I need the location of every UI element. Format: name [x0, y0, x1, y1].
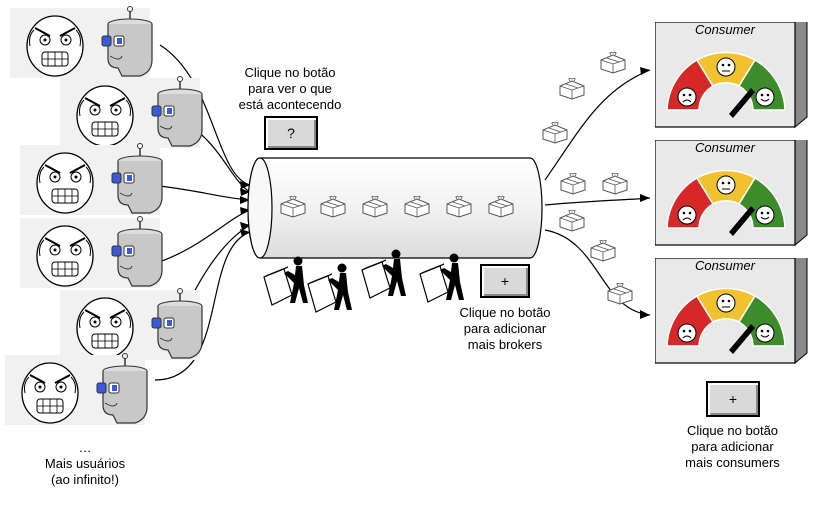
help-button-label: ? — [287, 125, 295, 141]
package-icon — [486, 195, 516, 223]
add-broker-caption-line3: mais brokers — [467, 337, 543, 352]
package-icon — [605, 282, 635, 310]
add-broker-caption-line1: Clique no botão — [459, 305, 551, 320]
add-consumer-caption-line1: Clique no botão — [686, 423, 779, 438]
satisfaction-gauge-icon — [666, 287, 786, 354]
add-broker-button-label: + — [500, 273, 510, 289]
help-caption: Clique no botão para ver o que está acon… — [225, 65, 355, 113]
rage-face-icon — [36, 225, 94, 287]
rage-face-icon — [76, 297, 134, 359]
add-consumer-button[interactable]: + — [706, 381, 760, 417]
satisfaction-gauge-icon — [666, 51, 786, 118]
add-consumer-caption: Clique no botão para adicionar mais cons… — [665, 423, 800, 471]
package-icon — [318, 195, 348, 223]
consumer-title: Consumer — [695, 140, 755, 155]
package-icon — [540, 121, 570, 149]
broker-worker-icon — [306, 262, 356, 322]
help-caption-line3: está acontecendo — [238, 97, 342, 112]
robot-head-icon — [101, 6, 153, 77]
package-icon — [600, 172, 630, 200]
package-icon — [360, 195, 390, 223]
robot-head-icon — [151, 288, 203, 359]
robot-head-icon — [111, 143, 163, 214]
robot-head-icon — [151, 76, 203, 147]
producer — [60, 76, 203, 148]
add-broker-caption-line2: para adicionar — [463, 321, 547, 336]
rage-face-icon — [26, 15, 84, 77]
satisfaction-gauge-icon — [666, 169, 786, 236]
package-icon — [558, 172, 588, 200]
rage-face-icon — [76, 85, 134, 147]
rage-face-icon — [21, 362, 79, 424]
help-caption-line1: Clique no botão — [244, 65, 336, 80]
more-users-line2: (ao infinito!) — [51, 472, 119, 487]
robot-head-icon — [96, 353, 148, 424]
package-icon — [557, 209, 587, 237]
add-broker-button[interactable]: + — [480, 264, 530, 298]
package-icon — [278, 195, 308, 223]
broker-worker-icon — [360, 248, 410, 308]
add-consumer-button-label: + — [728, 391, 738, 407]
producer — [20, 143, 163, 215]
rage-face-icon — [36, 152, 94, 214]
add-consumer-caption-line3: mais consumers — [685, 455, 780, 470]
package-icon — [402, 195, 432, 223]
add-consumer-caption-line2: para adicionar — [691, 439, 774, 454]
add-broker-caption: Clique no botão para adicionar mais brok… — [440, 305, 570, 353]
package-icon — [588, 239, 618, 267]
consumer-panel: Consumer — [655, 258, 810, 373]
more-users-caption: … Mais usuários (ao infinito!) — [30, 440, 140, 488]
producer — [60, 288, 203, 360]
broker-worker-icon — [262, 255, 312, 315]
package-icon — [598, 51, 628, 79]
producer — [20, 216, 163, 288]
broker-queue — [247, 157, 543, 259]
help-caption-line2: para ver o que — [248, 81, 332, 96]
package-icon — [557, 77, 587, 105]
broker-worker-icon — [418, 252, 468, 312]
consumer-title: Consumer — [695, 22, 755, 37]
more-users-ellipsis: … — [78, 440, 92, 455]
robot-head-icon — [111, 216, 163, 287]
package-icon — [444, 195, 474, 223]
help-button[interactable]: ? — [264, 116, 318, 150]
consumer-panel: Consumer — [655, 140, 810, 255]
consumer-panel: Consumer — [655, 22, 810, 137]
producer — [5, 353, 148, 425]
producer — [10, 6, 153, 78]
consumer-title: Consumer — [695, 258, 755, 273]
more-users-line1: Mais usuários — [44, 456, 126, 471]
